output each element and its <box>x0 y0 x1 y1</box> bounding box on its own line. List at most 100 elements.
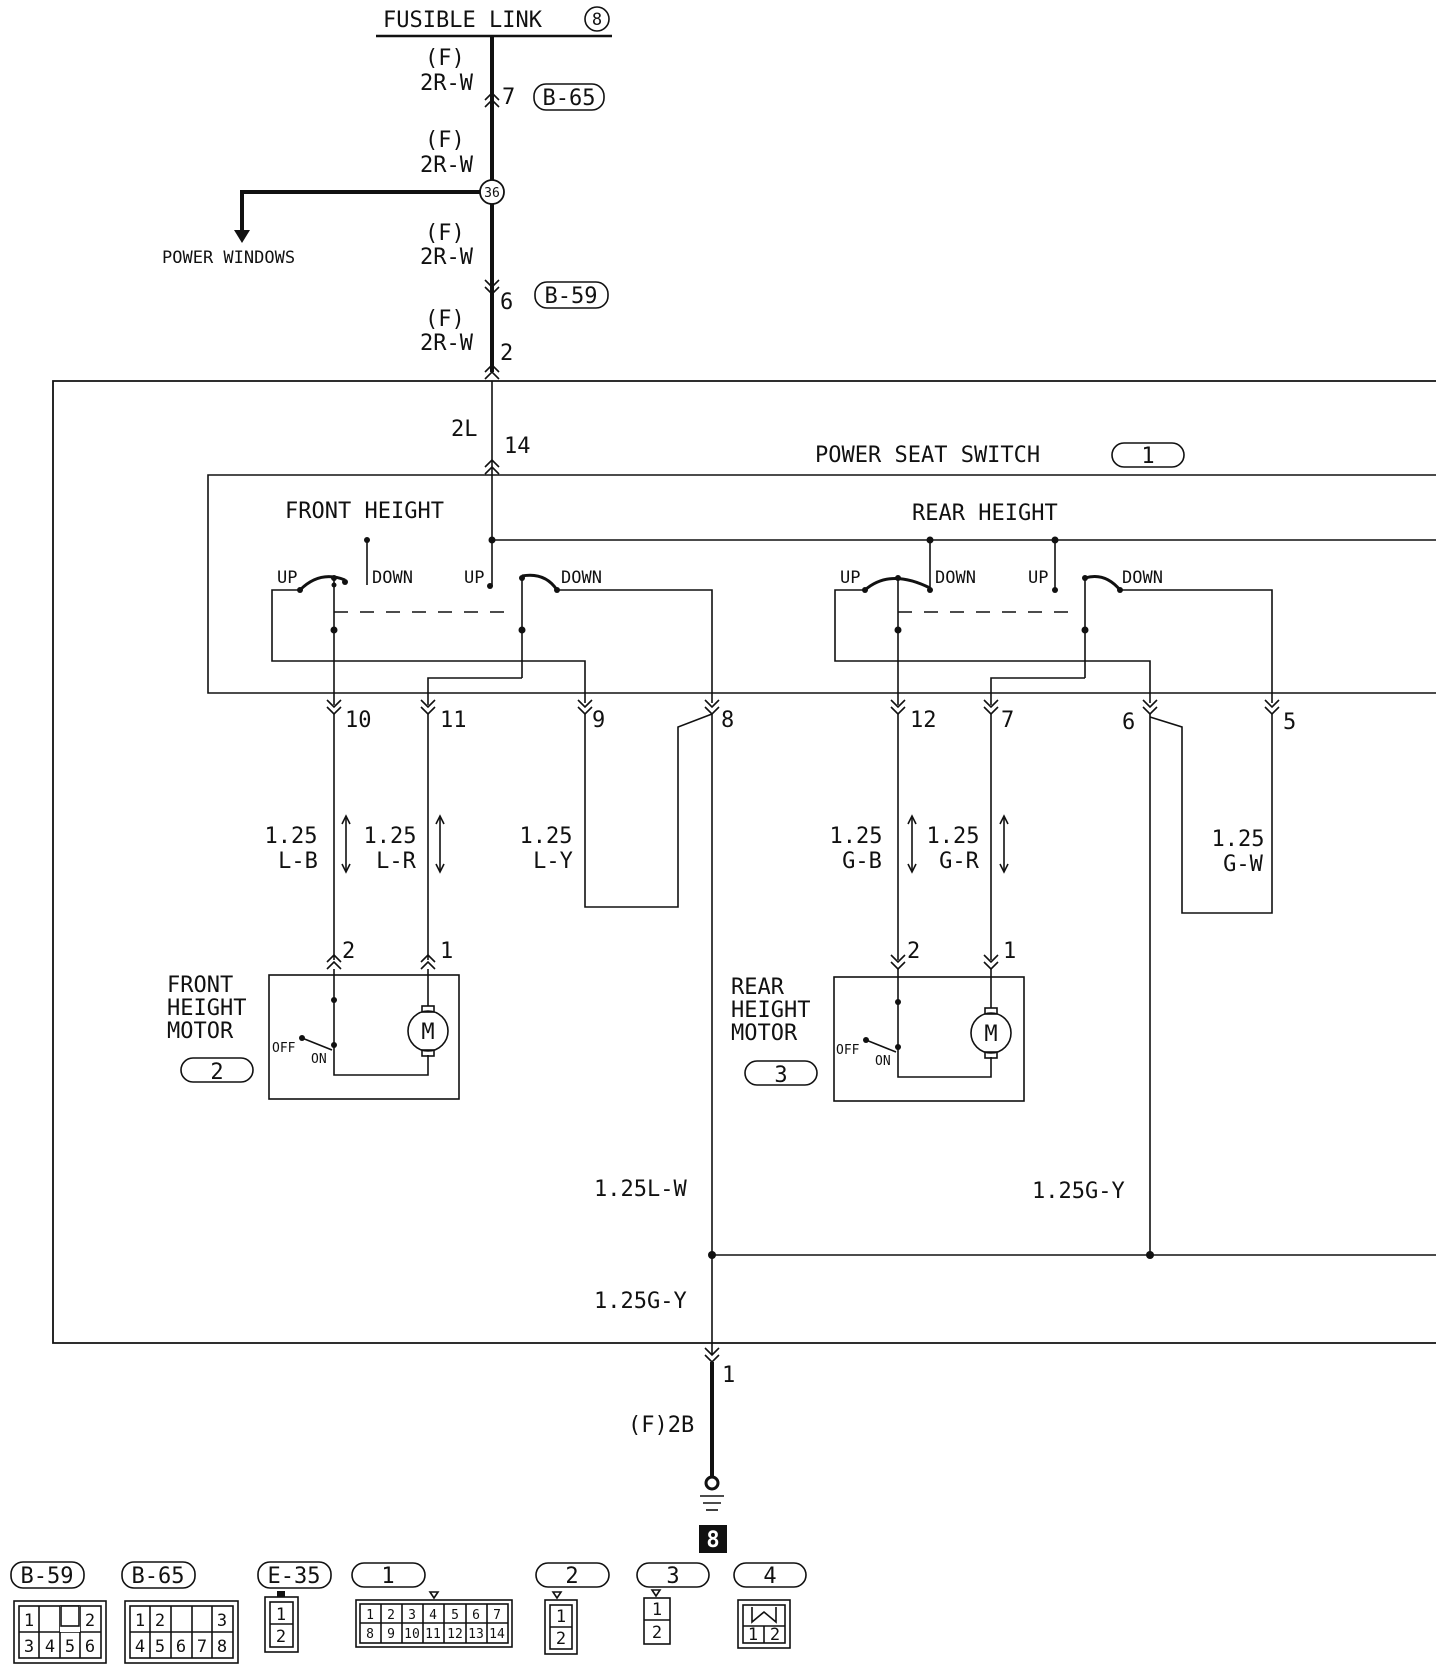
pin-label-5: 5 <box>1283 710 1296 735</box>
pin-label-6b: 6 <box>1122 710 1135 735</box>
legend-c2-label: 2 <box>565 1564 578 1589</box>
color-label-lr: L-R <box>376 849 416 874</box>
b65-pin-2: 2 <box>155 1611 165 1631</box>
power-windows-label: POWER WINDOWS <box>162 248 295 268</box>
fusible-link-header: FUSIBLE LINK 8 <box>376 6 612 38</box>
power-seat-switch-outer-frame <box>52 380 1436 1344</box>
legend-c3-connector: 1 2 <box>643 1589 671 1645</box>
front-motor-label-1: FRONT <box>167 973 233 998</box>
switch-ref-label: 1 <box>1141 444 1154 469</box>
e35-pin-2: 2 <box>276 1627 286 1647</box>
b65-pin-3: 3 <box>217 1611 227 1631</box>
legend-e35-connector: 1 2 <box>264 1591 299 1653</box>
c4-pin-1: 1 <box>748 1625 758 1645</box>
ground-number: 8 <box>706 1528 719 1553</box>
ground-terminal-icon <box>704 1475 720 1491</box>
b65-pin-7: 7 <box>197 1637 207 1657</box>
front-motor-pin1-label: 1 <box>440 939 453 964</box>
front-sw2-up-label: UP <box>464 568 484 588</box>
b65-pin-1: 1 <box>135 1611 145 1631</box>
ground-number-badge <box>699 1525 727 1553</box>
wire-gw-loop <box>1149 714 1273 914</box>
front-height-section-label: FRONT HEIGHT <box>285 499 444 524</box>
rear-switch-2: UP DOWN <box>990 568 1273 705</box>
legend-b65-connector: 1 2 3 4 5 6 7 8 <box>124 1600 239 1664</box>
rear-motor-symbol: M <box>984 1022 997 1047</box>
connector-b59-label: B-59 <box>545 284 598 309</box>
c1-pin-12: 12 <box>447 1627 463 1642</box>
color-label-gw: G-W <box>1223 852 1263 877</box>
connector-legend: B-59 1 2 3 4 5 6 B-65 1 <box>10 1561 807 1664</box>
c1-pin-5: 5 <box>451 1608 459 1623</box>
power-seat-switch-inner-frame <box>207 474 1436 694</box>
wire-label-2rw-4: 2R-W <box>420 331 474 356</box>
switch-pin14: 14 <box>484 434 531 475</box>
front-motor-off-label: OFF <box>272 1041 296 1056</box>
switch-input-pin2: 2 <box>484 341 513 380</box>
legend-b65-badge <box>121 1561 196 1589</box>
junction-label: 36 <box>484 186 500 201</box>
junction-circle <box>479 179 505 205</box>
c1-pin-7: 7 <box>493 1608 501 1623</box>
c1-pin-14: 14 <box>489 1627 505 1642</box>
pin-label-9: 9 <box>592 708 605 733</box>
switch-ground-pin1: 1 <box>704 1347 735 1388</box>
ground-symbol: 8 <box>699 1475 727 1553</box>
pin-label-8: 8 <box>721 708 734 733</box>
wire-label-2rw-1: 2R-W <box>420 71 474 96</box>
b65-pin-4: 4 <box>135 1637 145 1657</box>
legend-b65-label: B-65 <box>132 1564 185 1589</box>
legend-c4-connector: 1 2 <box>737 1599 791 1649</box>
legend-b59-label: B-59 <box>21 1564 74 1589</box>
wire-label-2rw-2: 2R-W <box>420 153 474 178</box>
junction-36: 36 POWER WINDOWS <box>162 179 505 268</box>
legend-c4-label: 4 <box>763 1564 776 1589</box>
front-sw1-up-label: UP <box>277 568 297 588</box>
rear-motor-ref: 3 <box>774 1063 787 1088</box>
c1-pin-10: 10 <box>404 1627 420 1642</box>
rear-motor-ref-badge <box>744 1060 818 1086</box>
b59-pin-2: 2 <box>85 1611 95 1631</box>
connector-b65-pin7: 7 B-65 <box>484 83 605 111</box>
pin-label-1: 1 <box>722 1363 735 1388</box>
legend-c1-badge <box>351 1562 426 1588</box>
legend-c1-label: 1 <box>381 1564 394 1589</box>
rear-motor-on-label: ON <box>875 1054 891 1069</box>
front-motor-on-label: ON <box>311 1052 327 1067</box>
c3-pin-2: 2 <box>652 1623 662 1643</box>
power-windows-arrow-icon <box>234 230 250 243</box>
wire-label-gy-right: 1.25G-Y <box>1032 1179 1125 1204</box>
switch-output-pins: 10 11 9 8 12 7 6 5 <box>326 699 1296 735</box>
c1-pin-8: 8 <box>366 1627 374 1642</box>
legend-b59-connector: 1 2 3 4 5 6 <box>13 1600 107 1664</box>
rear-sw2-up-label: UP <box>1028 568 1048 588</box>
wire-label-gy-bottom: 1.25G-Y <box>594 1289 687 1314</box>
wire-ly-loop <box>584 713 713 908</box>
front-motor-pin2-label: 2 <box>342 939 355 964</box>
connector-b65-badge <box>533 83 605 111</box>
legend-c3-label: 3 <box>666 1564 679 1589</box>
front-motor-icon <box>407 1010 449 1052</box>
rear-switch-1: UP DOWN <box>834 568 1151 705</box>
rear-height-motor: 2 1 M OFF ON REAR HEIGHT MOTOR 3 <box>731 939 1025 1102</box>
size-label-ly: 1.25 <box>520 824 573 849</box>
color-label-ly: L-Y <box>533 849 573 874</box>
wire-label-f-2: (F) <box>425 128 465 153</box>
legend-b59-badge <box>10 1561 85 1589</box>
rear-motor-icon <box>970 1012 1012 1054</box>
c3-pin-1: 1 <box>652 1600 662 1620</box>
front-motor-ref: 2 <box>210 1060 223 1085</box>
wire-label-2rw-3: 2R-W <box>420 245 474 270</box>
power-seat-switch-label: POWER SEAT SWITCH <box>815 443 1040 468</box>
size-label-gb: 1.25 <box>830 824 883 849</box>
rear-motor-off-label: OFF <box>836 1043 860 1058</box>
fusible-link-number-circle <box>584 6 610 32</box>
fusible-link-title: FUSIBLE LINK <box>383 8 543 33</box>
connector-b65-label: B-65 <box>543 86 596 111</box>
b59-pin-3: 3 <box>24 1637 34 1657</box>
rear-sw1-down-label: DOWN <box>935 568 976 588</box>
wire-label-ground: (F)2B <box>628 1413 694 1438</box>
wire-size-labels: 1.25 L-B 1.25 L-R 1.25 L-Y 1.25 G-B 1.25… <box>265 814 1264 877</box>
connector-b59-badge <box>534 281 609 309</box>
